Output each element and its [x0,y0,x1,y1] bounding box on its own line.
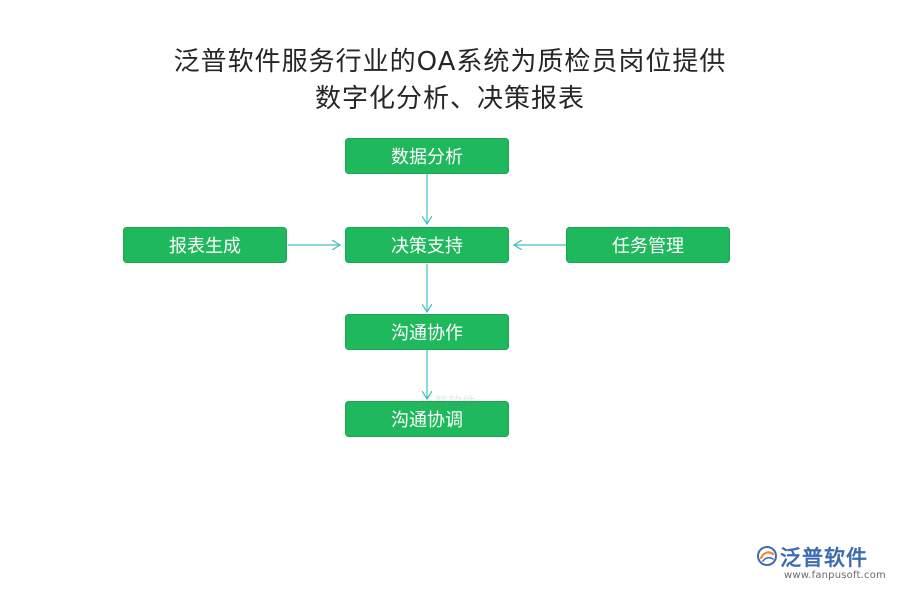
brand-url: www.fanpusoft.com [784,570,886,581]
node-data-analysis: 数据分析 [345,138,509,174]
diagram-title-line-2: 数字化分析、决策报表 [314,84,585,114]
brand-mark-icon [757,546,777,566]
diagram-title-line-1: 泛普软件服务行业的OA系统为质检员岗位提供 [173,47,727,77]
node-task-management: 任务管理 [566,227,730,263]
node-communication-coordination: 沟通协调 [345,401,509,437]
brand-logo-block: 泛普软件 www.fanpusoft.com [756,542,888,584]
node-communication-collaboration: 沟通协作 [345,314,509,350]
node-report-generation: 报表生成 [123,227,287,263]
brand-name: 泛普软件 [780,546,868,570]
node-decision-support: 决策支持 [345,227,509,263]
